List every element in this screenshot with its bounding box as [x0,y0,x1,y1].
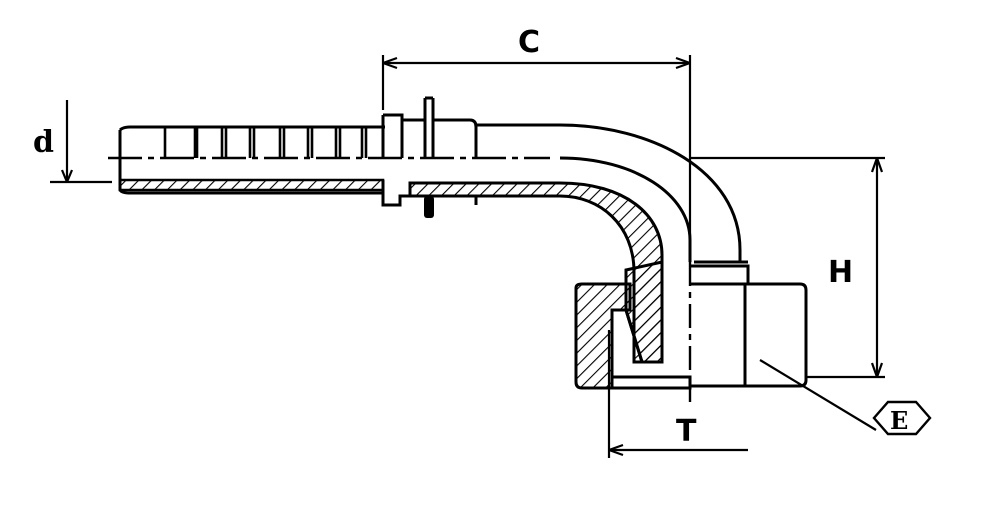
label-d: d [33,125,54,160]
dimension-lines [50,55,885,458]
dim-e-leader [759,359,877,431]
label-t: T [676,414,697,449]
tail-ribs [163,127,368,158]
hex-e-badge [872,400,932,436]
swivel-nut [574,260,808,390]
tail-wall-hatch [118,178,385,192]
pin-bottom [424,196,434,218]
label-h: H [828,255,853,290]
pin-top [423,96,435,158]
label-e: E [890,406,908,435]
hose-tail [118,96,742,262]
bend-wall-hatch [408,181,664,364]
centerlines [108,156,692,402]
nut-section-hatch [574,282,632,390]
label-c: C [518,25,540,60]
